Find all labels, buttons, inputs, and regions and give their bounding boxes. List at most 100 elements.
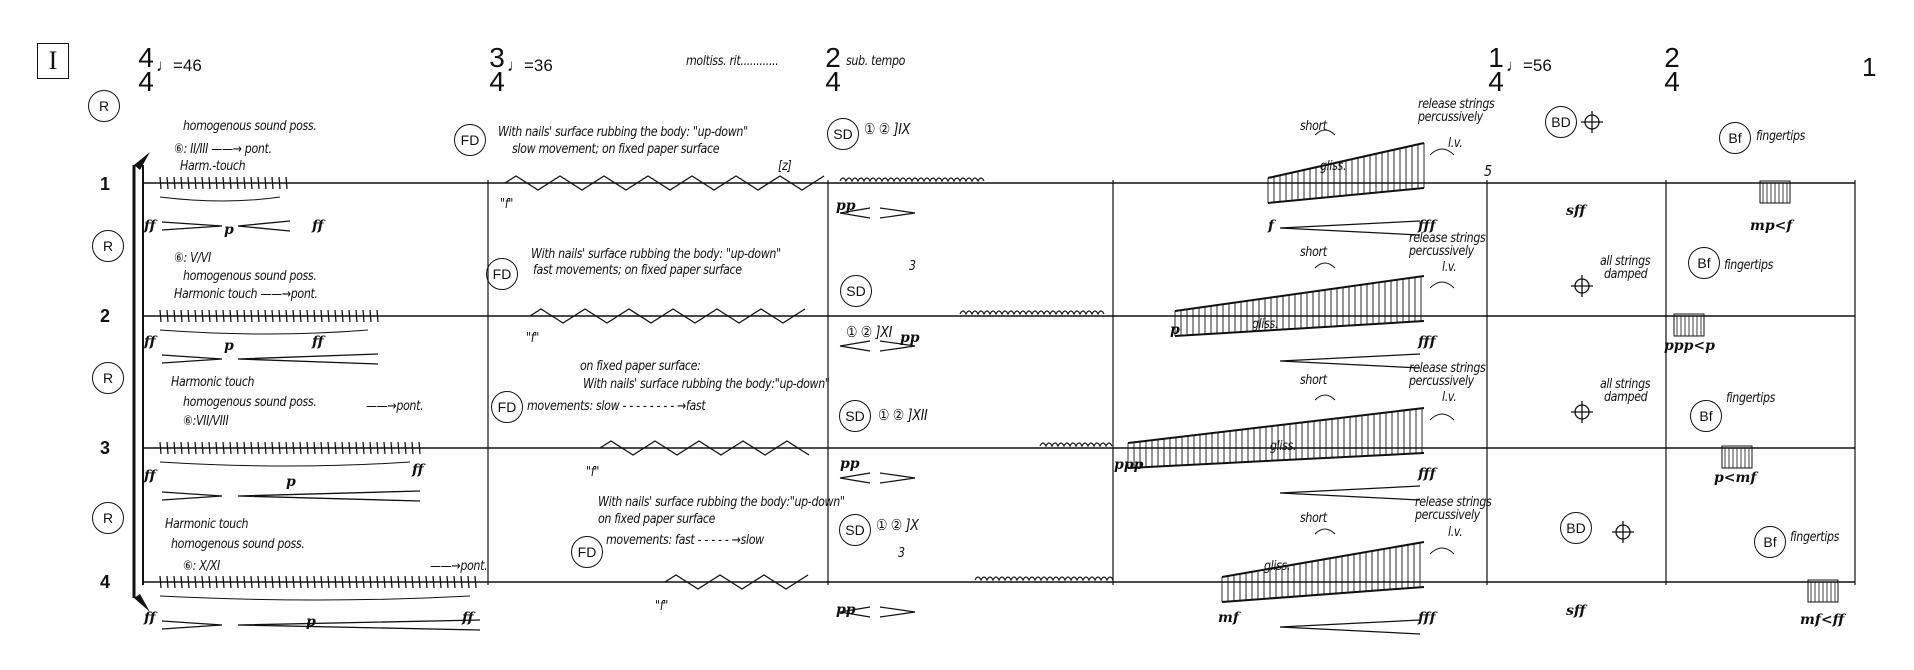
tuplet-number: 3: [909, 259, 916, 274]
hairpin-decrescendo: [161, 491, 223, 501]
dynamic: ppp<p: [1664, 338, 1715, 354]
tremolo-tick: [271, 309, 274, 323]
tremolo-tick: [348, 441, 351, 455]
hairpin-crescendo: [237, 220, 291, 232]
annotation: percussively: [1418, 110, 1483, 125]
bf-marker: Bf: [1754, 526, 1786, 558]
dynamic: mf<ff: [1800, 612, 1845, 628]
bd-marker: BD: [1545, 106, 1577, 138]
tremolo-tick: [306, 441, 309, 455]
tremolo-tick: [362, 575, 365, 589]
dynamic: sff: [1566, 203, 1586, 219]
rubbing-zigzag: [599, 440, 810, 456]
tremolo-tick: [362, 441, 365, 455]
rasgueado-marker: R: [92, 362, 124, 394]
tremolo-tick: [257, 441, 260, 455]
tremolo-tick: [334, 309, 337, 323]
tremolo-tick: [397, 575, 400, 589]
annotation: gliss.: [1320, 159, 1347, 174]
tremolo-tick: [215, 176, 218, 190]
tremolo-tick: [292, 441, 295, 455]
dynamic: p: [224, 222, 234, 238]
annotation: 5: [1484, 162, 1492, 180]
tremolo-tick: [439, 575, 442, 589]
tremolo-tick: [320, 575, 323, 589]
tremolo-tick: [327, 441, 330, 455]
hairpin-crescendo: [1279, 485, 1421, 501]
tremolo-tick: [215, 441, 218, 455]
ritardando-marking: moltiss. rit............: [686, 54, 779, 69]
tremolo-tick: [264, 309, 267, 323]
annotation: With nails' surface rubbing the body:"up…: [583, 377, 830, 392]
fd-marker: FD: [491, 391, 523, 423]
dynamic: pp: [840, 456, 860, 472]
sd-marker: SD: [839, 400, 871, 432]
annotation: ——→pont.: [430, 559, 488, 574]
crosshair-icon: [1571, 275, 1593, 297]
annotation: ⑥: II/III ——→ pont.: [174, 142, 272, 157]
tremolo-tick: [250, 575, 253, 589]
annotation: gliss.: [1264, 559, 1291, 574]
tremolo-tick: [327, 309, 330, 323]
annotation: percussively: [1415, 508, 1480, 523]
tremolo-tick: [187, 441, 190, 455]
tremolo-tick: [418, 441, 421, 455]
tremolo-tick: [159, 176, 162, 190]
annotation: short: [1300, 119, 1327, 134]
hairpin-crescendo: [237, 353, 379, 365]
hairpin-pair: [839, 340, 916, 352]
tremolo-tick: [320, 309, 323, 323]
tremolo-tick: [159, 575, 162, 589]
hairpin-pair: [839, 606, 916, 618]
annotation: homogenous sound poss.: [171, 537, 305, 552]
bow-slur: [159, 196, 281, 202]
dynamic: p: [224, 338, 234, 354]
dynamic: ff: [312, 218, 324, 234]
gliss-beam: [1174, 275, 1425, 337]
tremolo-tick: [299, 575, 302, 589]
tremolo-tick: [397, 441, 400, 455]
tremolo-tick: [432, 575, 435, 589]
tremolo-tick: [383, 441, 386, 455]
annotation: release strings: [1418, 97, 1495, 112]
fermata-short: [1314, 262, 1336, 269]
dynamic: fff: [1418, 466, 1436, 482]
fermata-short: [1314, 394, 1336, 401]
tremolo-tick: [166, 575, 169, 589]
tremolo-tick: [369, 575, 372, 589]
tremolo-tick: [208, 441, 211, 455]
tremolo-tick: [467, 575, 470, 589]
tremolo-tick: [194, 575, 197, 589]
tremolo-tick: [236, 176, 239, 190]
dynamic: p: [1170, 322, 1180, 338]
tremolo-tick: [446, 575, 449, 589]
dynamic: fff: [1418, 218, 1436, 234]
annotation: fingertips: [1756, 129, 1806, 144]
tremolo-tick: [250, 441, 253, 455]
rubbing-zigzag: [529, 308, 806, 324]
dynamic: fff: [1418, 334, 1436, 350]
string-indication: ① ② ]X: [876, 516, 919, 534]
annotation: fingertips: [1724, 258, 1774, 273]
lv-tie: [1429, 413, 1455, 421]
annotation: on fixed paper surface:: [580, 359, 701, 374]
annotation: release strings: [1409, 231, 1486, 246]
tremolo-tick: [243, 309, 246, 323]
annotation: homogenous sound poss.: [183, 395, 317, 410]
tremolo-tick: [285, 176, 288, 190]
annotation: Harmonic touch ——→pont.: [174, 287, 318, 302]
staff-number: 1: [100, 174, 111, 194]
rasgueado-marker: R: [92, 502, 124, 534]
dynamic: ff: [144, 218, 156, 234]
tremolo-tick: [278, 176, 281, 190]
tremolo-tick: [376, 441, 379, 455]
tremolo-tick: [229, 575, 232, 589]
tremolo-tick: [299, 309, 302, 323]
tremolo-tick: [180, 575, 183, 589]
dynamic: p: [306, 614, 316, 630]
tremolo-tick: [453, 575, 456, 589]
tremolo-tick: [460, 575, 463, 589]
